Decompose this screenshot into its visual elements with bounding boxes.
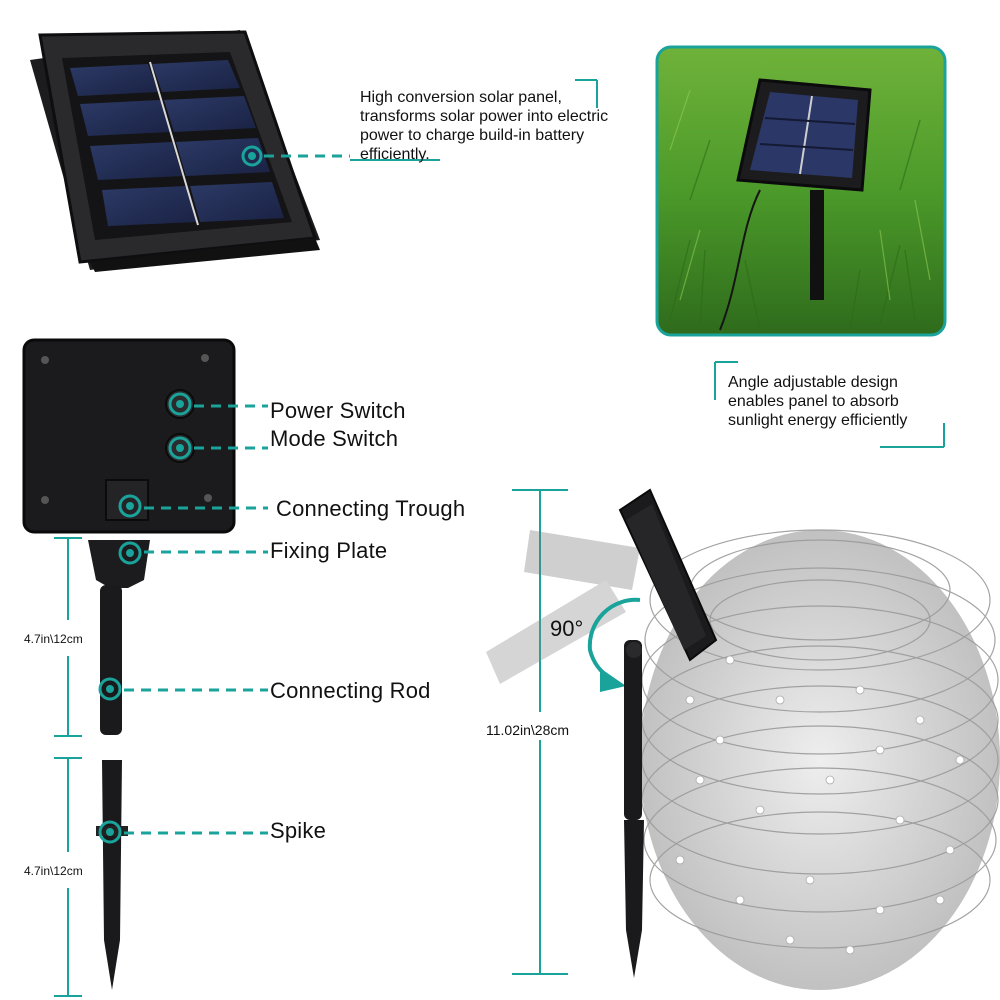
connecting-rod-label: Connecting Rod [270, 678, 431, 703]
solar-panel-description: High conversion solar panel, transforms … [360, 89, 609, 163]
ghost-panels [486, 530, 640, 684]
dimension-lines-left [54, 537, 82, 997]
connecting-trough-label: Connecting Trough [276, 496, 466, 521]
rod-length-label: 4.7in\12cm [24, 632, 83, 646]
dimension-line-total [512, 489, 568, 975]
power-switch-label: Power Switch [270, 398, 406, 423]
solar-panel-pointer [241, 79, 598, 167]
spike-length-label: 4.7in\12cm [24, 864, 83, 878]
mode-switch-label: Mode Switch [270, 426, 399, 451]
stake-pointers [98, 541, 268, 844]
grass-photo [655, 45, 947, 337]
rotation-arrow [587, 597, 641, 692]
wire-coil [640, 529, 1000, 990]
box-pointers [118, 392, 268, 518]
rotation-angle-label: 90° [550, 616, 584, 641]
assembled-stake [618, 488, 718, 978]
fixing-plate-label: Fixing Plate [270, 538, 388, 563]
solar-panel-front [30, 30, 320, 272]
angle-callout-bracket [714, 361, 945, 448]
spike-label: Spike [270, 818, 327, 843]
total-height-label: 11.02in\28cm [486, 722, 570, 738]
angle-adjust-description: Angle adjustable design enables panel to… [728, 374, 908, 429]
stake-parts [88, 540, 150, 990]
